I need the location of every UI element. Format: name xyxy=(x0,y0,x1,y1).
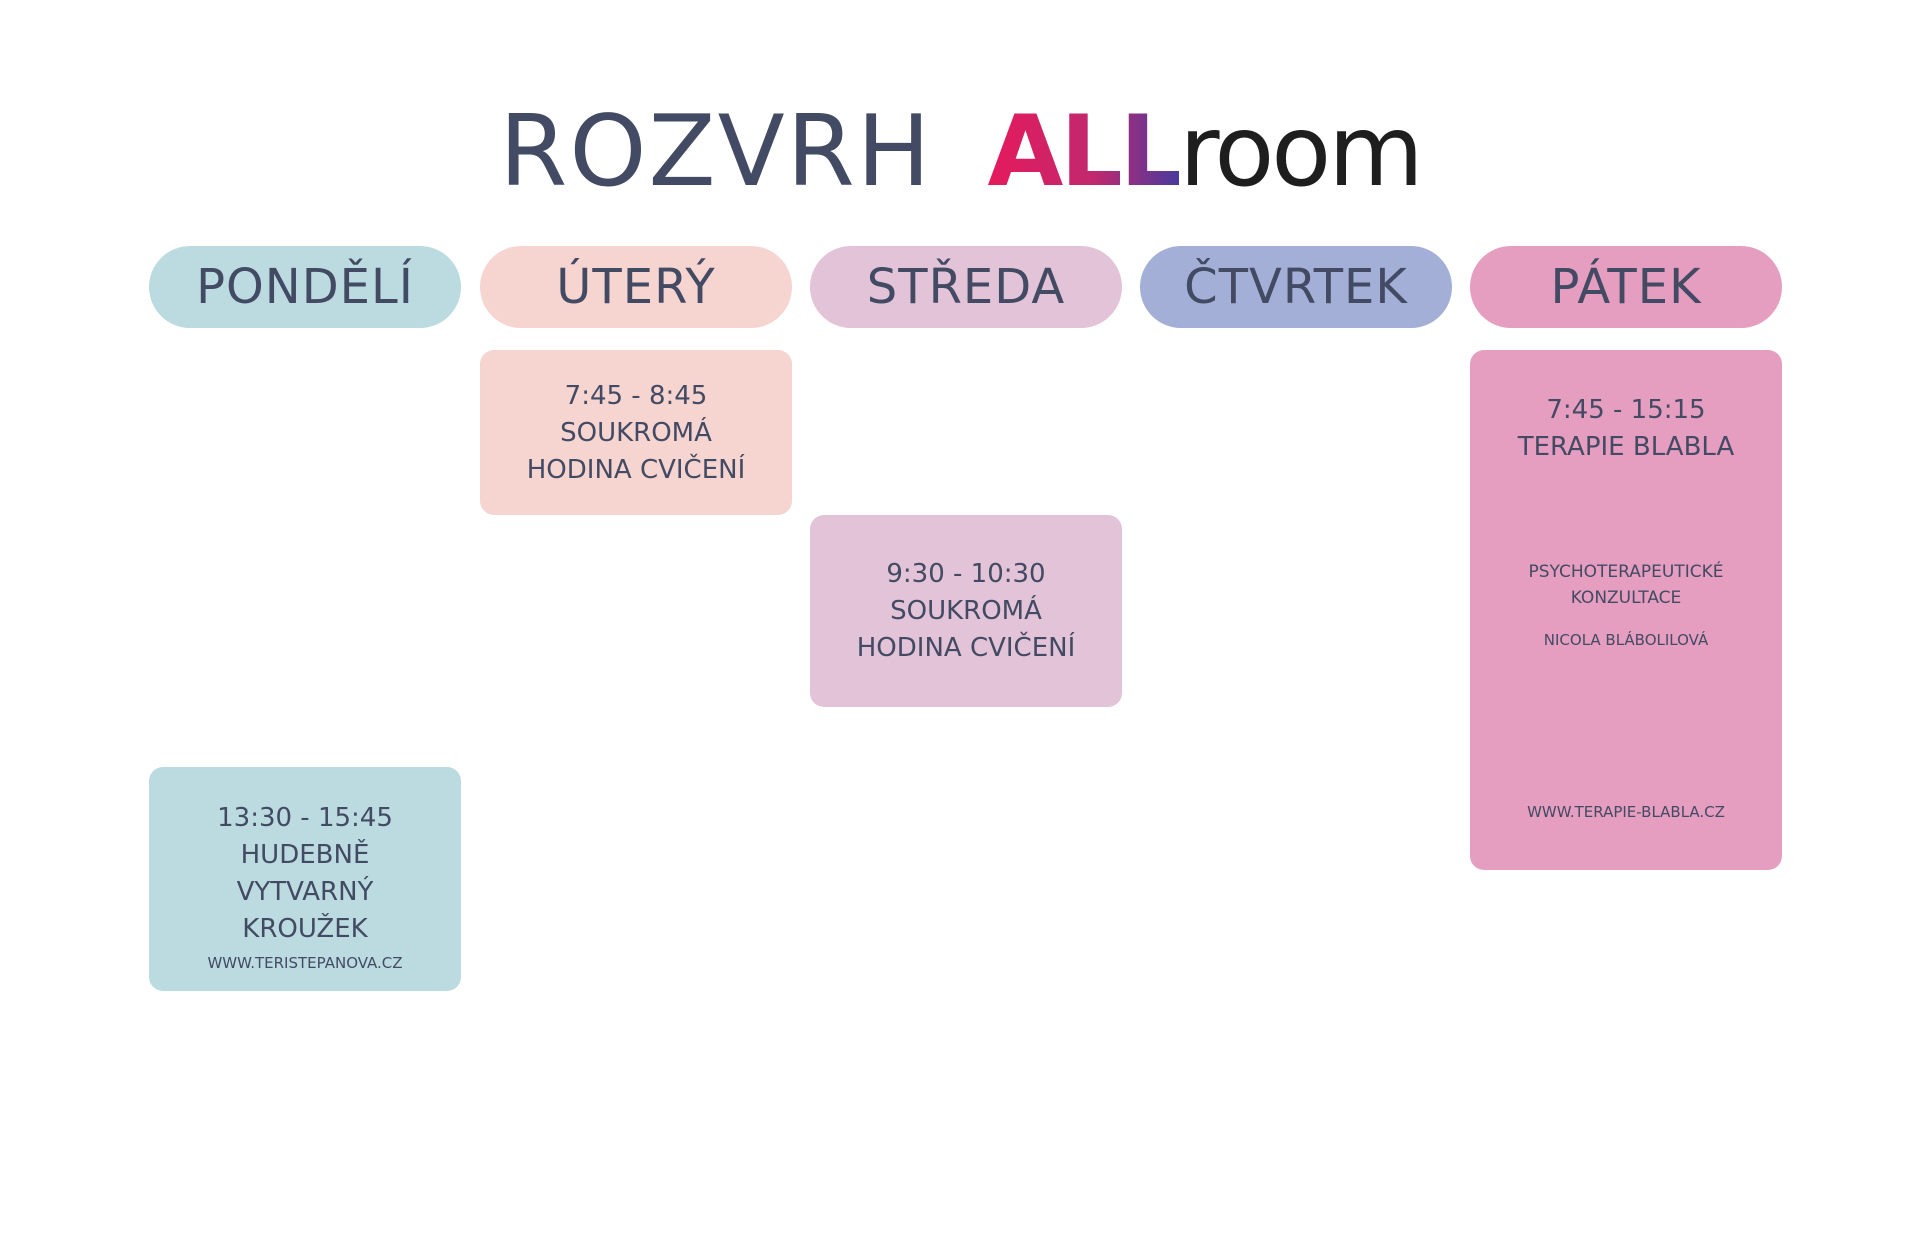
event-card-wednesday[interactable]: 9:30 - 10:30 SOUKROMÁ HODINA CVIČENÍ xyxy=(810,515,1122,707)
event-title-line: KROUŽEK xyxy=(242,914,368,944)
logo-all-text: ALL xyxy=(987,95,1182,209)
event-time: 7:45 - 8:45 xyxy=(564,381,708,411)
event-card-friday[interactable]: 7:45 - 15:15 TERAPIE BLABLA PSYCHOTERAPE… xyxy=(1470,350,1782,870)
event-description-line: PSYCHOTERAPEUTICKÉ xyxy=(1528,562,1724,582)
day-header-tuesday: ÚTERÝ xyxy=(480,246,792,328)
event-person: NICOLA BLÁBOLILOVÁ xyxy=(1543,631,1709,649)
event-title-line: HUDEBNĚ xyxy=(240,840,370,870)
event-title-line: HODINA CVIČENÍ xyxy=(856,633,1076,663)
allroom-logo: ALLroom xyxy=(987,95,1424,209)
event-description-line: KONZULTACE xyxy=(1570,588,1682,608)
event-card-monday[interactable]: 13:30 - 15:45 HUDEBNĚ VYTVARNÝ KROUŽEK W… xyxy=(149,767,461,991)
event-title: TERAPIE BLABLA xyxy=(1517,432,1735,462)
event-title-line: SOUKROMÁ xyxy=(890,596,1042,626)
schedule-header: ROZVRH ALLroom xyxy=(0,95,1920,209)
day-header-monday: PONDĚLÍ xyxy=(149,246,461,328)
event-website: WWW.TERAPIE-BLABLA.CZ xyxy=(1527,803,1725,821)
event-time: 9:30 - 10:30 xyxy=(886,559,1046,589)
event-time: 7:45 - 15:15 xyxy=(1546,395,1706,425)
event-title-line: SOUKROMÁ xyxy=(560,418,712,448)
day-header-thursday: ČTVRTEK xyxy=(1140,246,1452,328)
event-time: 13:30 - 15:45 xyxy=(217,803,393,833)
day-header-wednesday: STŘEDA xyxy=(810,246,1122,328)
event-title-line: VYTVARNÝ xyxy=(236,877,374,907)
page-title: ROZVRH xyxy=(499,95,933,209)
day-header-friday: PÁTEK xyxy=(1470,246,1782,328)
logo-room-text: room xyxy=(1179,95,1424,209)
event-website: WWW.TERISTEPANOVA.CZ xyxy=(207,954,403,972)
event-title-line: HODINA CVIČENÍ xyxy=(526,455,746,485)
event-card-tuesday[interactable]: 7:45 - 8:45 SOUKROMÁ HODINA CVIČENÍ xyxy=(480,350,792,515)
